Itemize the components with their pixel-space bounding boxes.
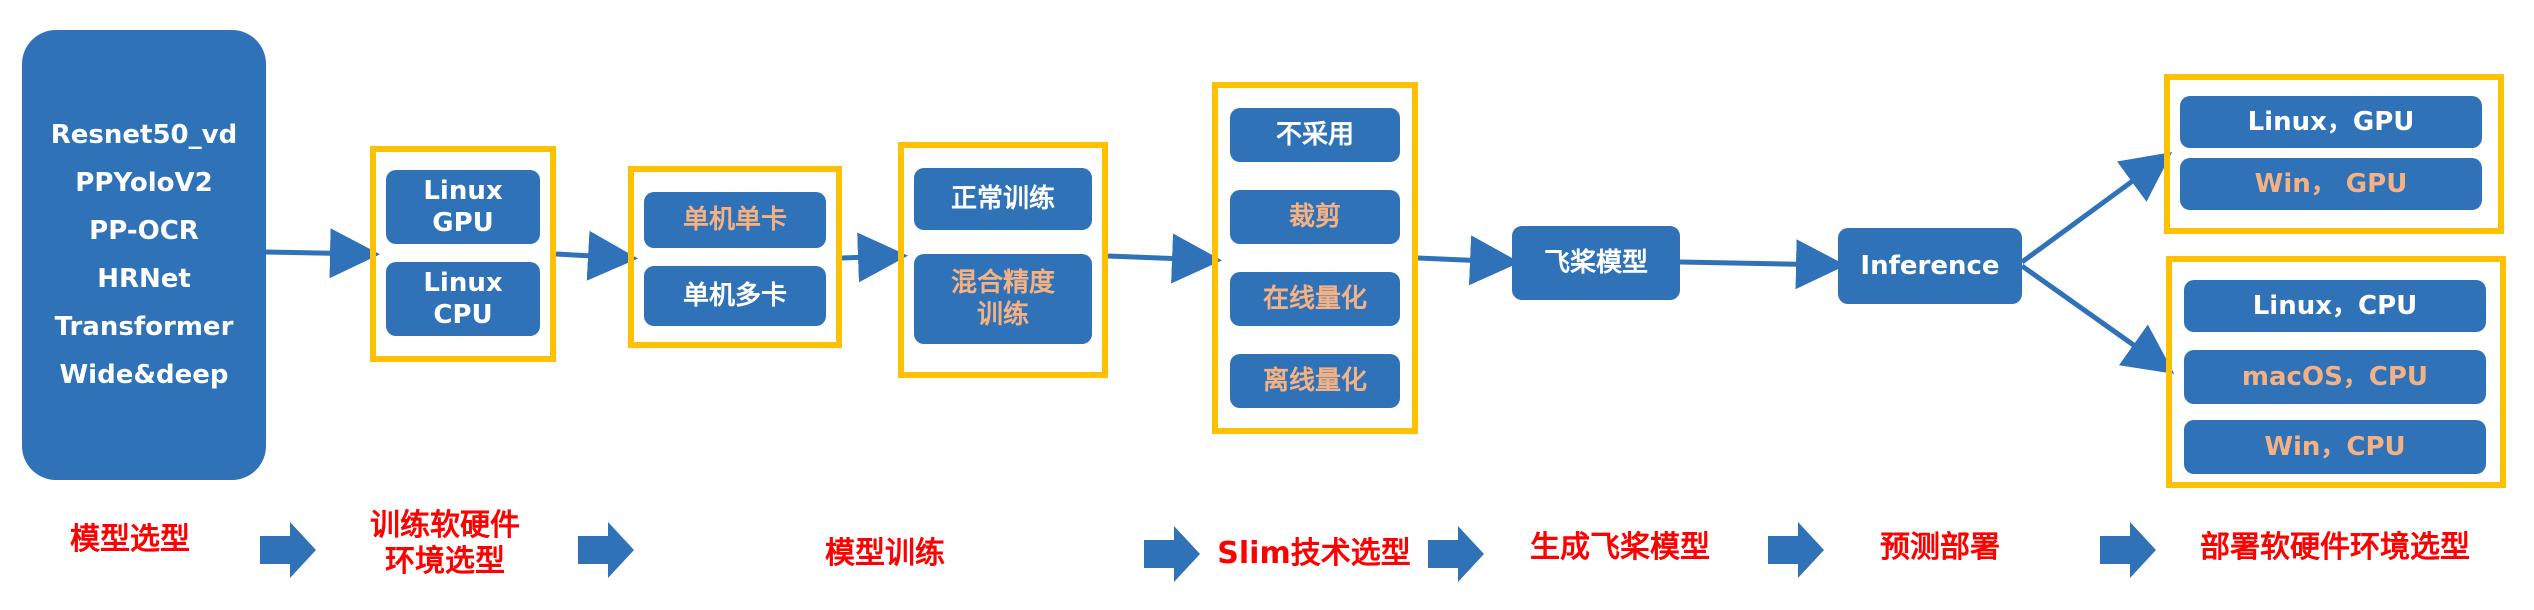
- stage-arrow-2: [578, 522, 634, 578]
- slim-prune: 裁剪: [1230, 190, 1400, 244]
- slim-none: 不采用: [1230, 108, 1400, 162]
- card-multi: 单机多卡: [644, 266, 826, 326]
- stage-training-env: 训练软硬件 环境选型: [370, 508, 520, 579]
- hardware-linux-cpu: Linux CPU: [386, 262, 540, 336]
- stage-training: 模型训练: [825, 536, 945, 571]
- arrow-training-to-slim: [1107, 233, 1222, 284]
- arrow-inference-to-cpu: [2020, 263, 2175, 374]
- stage-arrow-3: [1144, 526, 1200, 582]
- paddle-model-node: 飞桨模型: [1512, 226, 1680, 300]
- model-item: Transformer: [54, 312, 234, 342]
- deploy-linux-cpu: Linux，CPU: [2184, 280, 2486, 332]
- stage-generate-model: 生成飞桨模型: [1530, 530, 1710, 565]
- stage-model-selection: 模型选型: [70, 522, 190, 557]
- deploy-linux-gpu: Linux，GPU: [2180, 96, 2482, 148]
- deploy-macos-cpu: macOS，CPU: [2184, 350, 2486, 404]
- deploy-win-gpu: Win， GPU: [2180, 158, 2482, 210]
- slim-offline-quant: 离线量化: [1230, 354, 1400, 408]
- slim-frame: [1212, 82, 1418, 434]
- arrow-paddle-to-inference: [1679, 239, 1846, 290]
- model-item: Resnet50_vd: [50, 120, 238, 150]
- stage-deploy: 预测部署: [1880, 530, 2000, 565]
- model-list: Resnet50_vd PPYoloV2 PP-OCR HRNet Transf…: [22, 30, 266, 480]
- stage-arrow-4: [1428, 526, 1484, 582]
- stage-arrow-1: [260, 522, 316, 578]
- arrow-inference-to-gpu: [2020, 152, 2173, 265]
- cards-frame: [628, 166, 842, 348]
- hardware-frame: [370, 146, 556, 362]
- training-frame: [898, 142, 1108, 378]
- deploy-win-cpu: Win，CPU: [2184, 420, 2486, 474]
- model-item: PP-OCR: [89, 216, 199, 246]
- arrow-slim-to-paddle: [1417, 235, 1520, 286]
- model-item: Wide&deep: [59, 360, 229, 390]
- deploy-gpu-frame: [2164, 74, 2504, 234]
- slim-online-quant: 在线量化: [1230, 272, 1400, 326]
- stage-arrow-6: [2100, 522, 2156, 578]
- training-normal: 正常训练: [914, 168, 1092, 230]
- inference-node: Inference: [1838, 228, 2022, 304]
- hardware-linux-gpu: Linux GPU: [386, 170, 540, 244]
- arrow-hardware-to-cards: [555, 230, 638, 281]
- training-mixed: 混合精度 训练: [914, 254, 1092, 344]
- model-item: HRNet: [97, 264, 191, 294]
- arrow-models-to-hardware: [265, 228, 380, 279]
- stage-arrow-5: [1768, 522, 1824, 578]
- stage-deploy-env: 部署软硬件环境选型: [2200, 530, 2470, 565]
- card-single: 单机单卡: [644, 192, 826, 248]
- model-item: PPYoloV2: [75, 168, 213, 198]
- stage-slim: Slim技术选型: [1217, 536, 1411, 571]
- arrow-cards-to-training: [841, 232, 908, 283]
- deploy-cpu-frame: [2166, 256, 2506, 488]
